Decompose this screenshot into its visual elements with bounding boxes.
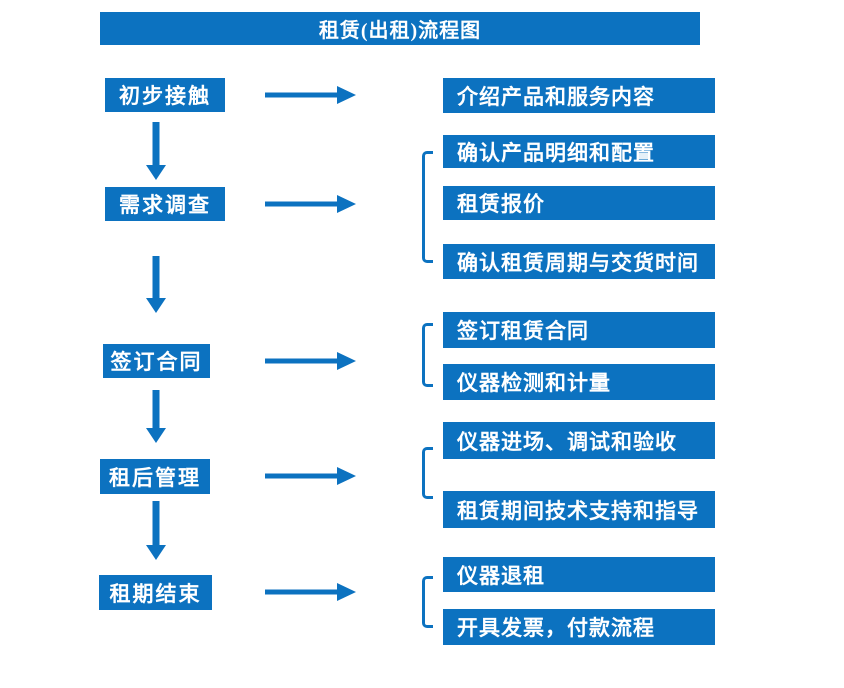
output-box: 租赁期间技术支持和指导 [443,491,715,528]
down-arrow-head [146,545,166,560]
group-bracket [422,576,433,628]
right-arrow [265,582,356,602]
output-box: 签订租赁合同 [443,312,715,348]
down-arrow-shaft [152,501,160,546]
right-arrow-head [337,467,356,485]
output-box: 仪器检测和计量 [443,364,715,400]
output-box: 开具发票，付款流程 [443,609,715,645]
down-arrow-shaft [152,256,160,299]
right-arrow-shaft [265,589,339,595]
step-box-sign-contract: 签订合同 [103,344,210,378]
down-arrow-shaft [152,122,160,166]
right-arrow [265,85,356,105]
right-arrow-shaft [265,473,339,479]
output-box: 仪器退租 [443,557,715,592]
down-arrow [145,256,167,313]
output-box: 租赁报价 [443,186,715,220]
group-bracket [422,323,433,387]
down-arrow-shaft [152,390,160,429]
right-arrow-head [337,352,356,370]
right-arrow-shaft [265,358,339,364]
down-arrow [145,501,167,560]
step-box-demand-survey: 需求调查 [105,187,225,221]
page-title: 租赁(出租)流程图 [318,20,482,42]
output-box: 确认产品明细和配置 [443,135,715,168]
output-box: 仪器进场、调试和验收 [443,422,715,459]
down-arrow-head [146,428,166,443]
down-arrow-head [146,298,166,313]
right-arrow-shaft [265,201,339,207]
group-bracket [422,151,433,263]
down-arrow-head [146,165,166,180]
down-arrow [145,122,167,180]
right-arrow [265,351,356,371]
right-arrow [265,194,356,214]
right-arrow-head [337,583,356,601]
step-box-post-rental-management: 租后管理 [100,459,210,494]
step-box-initial-contact: 初步接触 [105,78,225,112]
right-arrow [265,466,356,486]
output-box: 确认租赁周期与交货时间 [443,244,715,279]
flowchart-title-banner: 租赁(出租)流程图 [100,12,700,45]
step-box-lease-end: 租期结束 [99,575,212,610]
right-arrow-head [337,86,356,104]
right-arrow-head [337,195,356,213]
group-bracket [422,447,433,499]
output-box: 介绍产品和服务内容 [443,78,715,113]
right-arrow-shaft [265,92,339,98]
down-arrow [145,390,167,443]
